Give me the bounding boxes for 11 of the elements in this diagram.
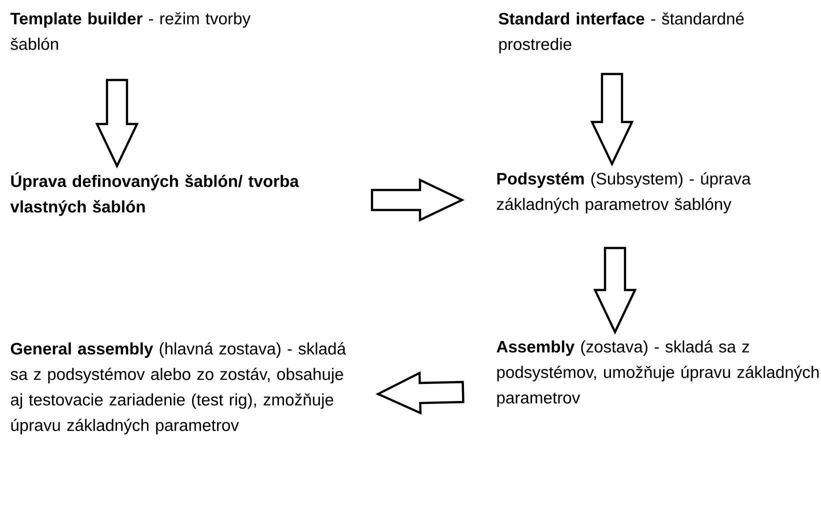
block-arrow [593, 246, 637, 335]
step-text: Assembly (zostava) - skladá sa z podsystémov, umožňuje úpravu základných parametrov [496, 340, 819, 407]
step-text: Standard interface - štandardné prostredie [498, 12, 744, 54]
block-arrow [370, 178, 465, 222]
step-text: Podsystém (Subsystem) - úprava základných parametrov šablóny [496, 172, 751, 214]
block-arrow [95, 78, 139, 169]
step-text: Template builder - režim tvorby šablón [10, 12, 251, 50]
step-text: General assembly (hlavná zostava) - skladá sa z podsystémov alebo zo zostáv, obsahuje aj testovacie zariadenie (test rig), zmožňuje úpravu základných parametrov [10, 342, 346, 434]
step-text: Úprava definovaných šablón/ tvorba vlastných šablón [10, 172, 299, 216]
block-arrow [375, 371, 464, 415]
block-arrow [590, 72, 634, 167]
